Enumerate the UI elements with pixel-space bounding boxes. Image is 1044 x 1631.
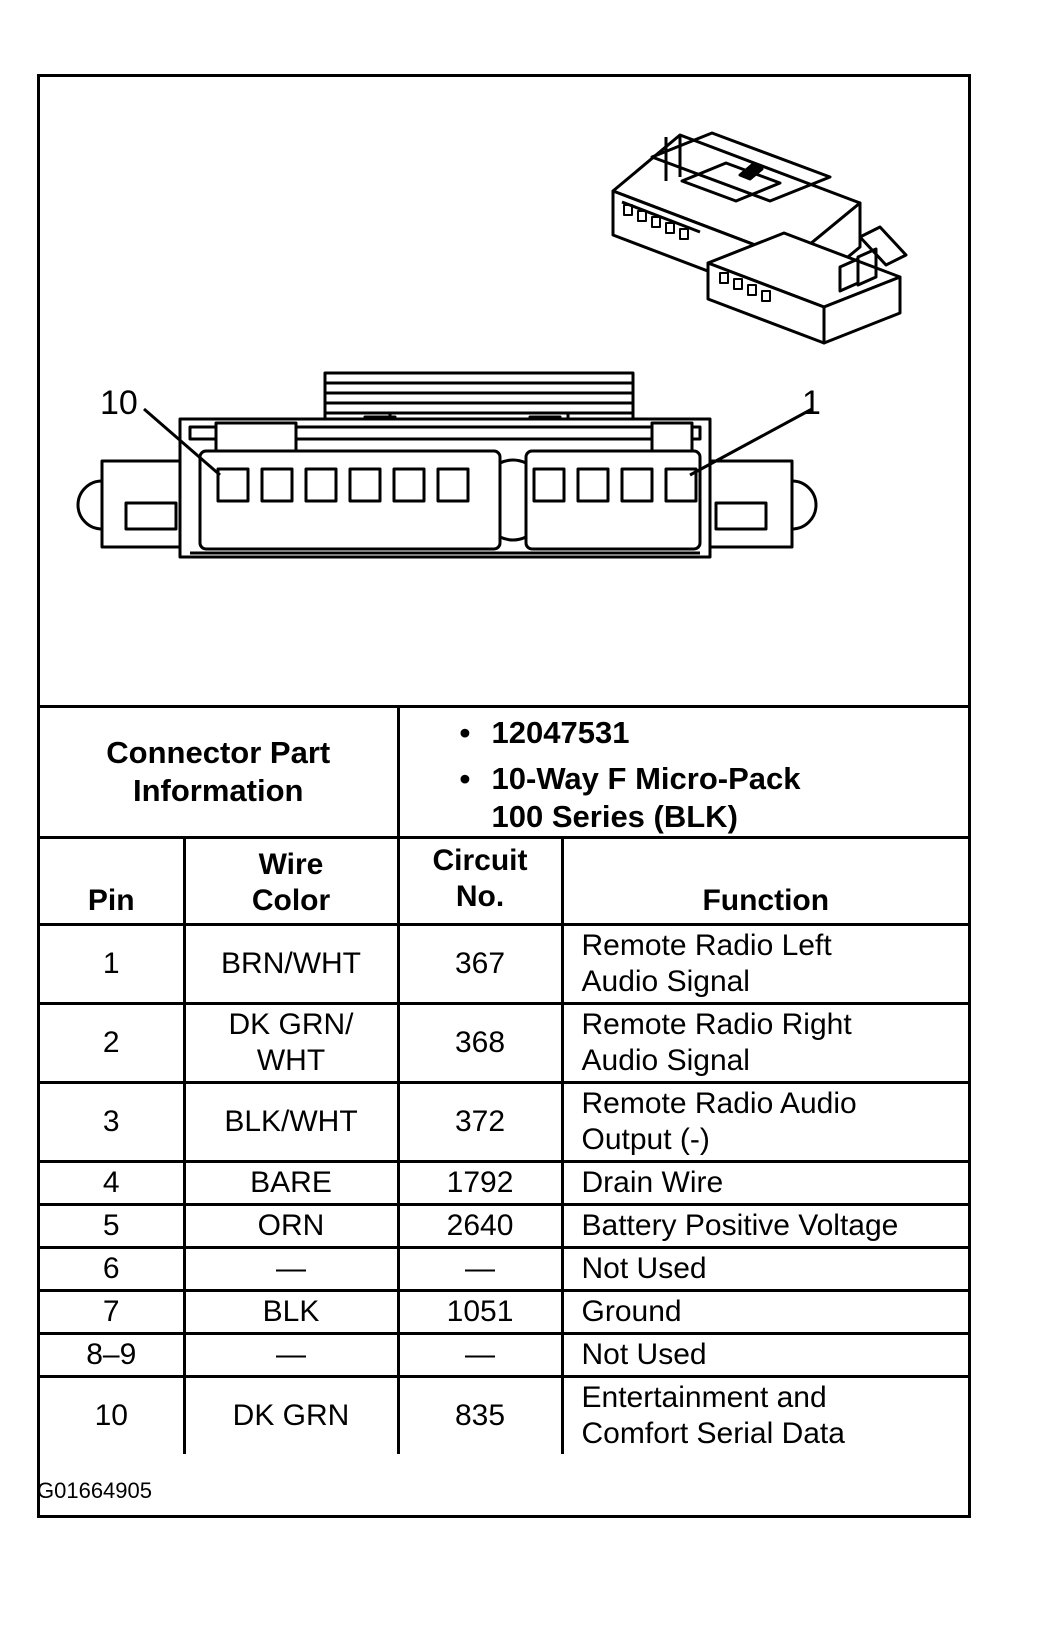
header-function: Function [560,836,969,926]
part-info-label-line1: Connector Part [106,735,331,770]
cell-pin: 10 [40,1375,186,1454]
cell-function: Battery Positive Voltage [560,1203,969,1249]
pin-cavity-8 [304,467,338,503]
connector-diagram: 10 1 [40,77,968,705]
cell-function-line2: Comfort Serial Data [581,1417,845,1450]
cell-circuit: — [396,1332,564,1378]
table-row: 1 BRN/WHT 367 Remote Radio Left Audio Si… [40,923,969,1005]
figure-id: G01664905 [37,1478,152,1503]
header-wire-color-line1: Wire [258,848,324,881]
connector-description-line1: 10-Way F Micro-Pack [491,761,801,796]
table-row: 8–9 — — Not Used [40,1332,969,1378]
cell-function: Remote Radio Right Audio Signal [560,1002,969,1084]
leader-line-10 [143,407,221,477]
cell-wire-color: — [182,1246,400,1292]
cell-function-line1: Remote Radio Right [581,1008,852,1041]
cell-wire-color: BLK/WHT [182,1081,400,1163]
header-circuit-line1: Circuit [432,844,528,877]
cell-wire-color-line2: WHT [256,1044,326,1077]
header-circuit-no: Circuit No. [396,836,564,926]
cell-pin: 8–9 [40,1332,186,1378]
pin-cavity-5 [436,467,470,503]
cell-function-line2: Audio Signal [581,1044,750,1077]
cell-function: Ground [560,1289,969,1335]
cell-pin: 4 [40,1160,186,1206]
pin-cavity-2 [620,467,654,503]
cell-function-line1: Remote Radio Audio [581,1087,857,1120]
pin-label-1: 1 [802,384,821,422]
cell-function: Remote Radio Audio Output (-) [560,1081,969,1163]
cell-function-line2: Audio Signal [581,965,750,998]
cell-circuit: 372 [396,1081,564,1163]
cell-circuit: 1051 [396,1289,564,1335]
cell-circuit: 368 [396,1002,564,1084]
cell-function-line1: Remote Radio Left [581,929,832,962]
cell-wire-color-line1: DK GRN/ [228,1008,354,1041]
table-header-row: Pin Wire Color Circuit No. Function [40,836,969,926]
pin-cavity-1 [664,467,698,503]
part-info-value: 12047531 10-Way F Micro-Pack 100 Series … [396,705,969,839]
pin-cavity-4 [532,467,566,503]
cell-pin: 2 [40,1002,186,1084]
cell-pin: 3 [40,1081,186,1163]
cell-pin: 7 [40,1289,186,1335]
table-row: 3 BLK/WHT 372 Remote Radio Audio Output … [40,1081,969,1163]
diagram-frame: 10 1 Connector Part Information 12047531… [37,74,971,1518]
header-circuit-line2: No. [455,880,505,913]
cell-function: Drain Wire [560,1160,969,1206]
cell-circuit: 367 [396,923,564,1005]
cell-circuit: 2640 [396,1203,564,1249]
connector-table: Connector Part Information 12047531 10-W… [40,705,969,1454]
pin-label-10: 10 [100,384,138,422]
part-number: 12047531 [460,714,969,752]
table-row: 6 — — Not Used [40,1246,969,1292]
cell-function: Not Used [560,1332,969,1378]
table-row: 4 BARE 1792 Drain Wire [40,1160,969,1206]
pin-cavity-9 [260,467,294,503]
cell-pin: 6 [40,1246,186,1292]
cell-function-line2: Output (-) [581,1123,710,1156]
header-wire-color: Wire Color [182,836,400,926]
cell-pin: 1 [40,923,186,1005]
connector-description-line2: 100 Series (BLK) [491,799,738,834]
connector-3d-view [611,131,908,345]
cell-function: Entertainment and Comfort Serial Data [560,1375,969,1454]
cell-function: Remote Radio Left Audio Signal [560,923,969,1005]
cell-wire-color: BARE [182,1160,400,1206]
cell-wire-color: — [182,1332,400,1378]
part-info-row: Connector Part Information 12047531 10-W… [40,705,969,839]
part-info-label-line2: Information [133,773,304,808]
pin-cavities [216,467,698,503]
cell-wire-color: DK GRN [182,1375,400,1454]
header-pin: Pin [40,836,186,926]
cell-wire-color: BRN/WHT [182,923,400,1005]
part-info-label: Connector Part Information [40,705,400,839]
cell-circuit: 1792 [396,1160,564,1206]
connector-drawing [76,131,908,559]
pin-cavity-6 [392,467,426,503]
pin-cavity-10 [216,467,250,503]
part-info-list: 12047531 10-Way F Micro-Pack 100 Series … [460,714,969,836]
cell-circuit: 835 [396,1375,564,1454]
connector-description: 10-Way F Micro-Pack 100 Series (BLK) [460,760,969,836]
connector-body [178,417,712,559]
cell-pin: 5 [40,1203,186,1249]
header-wire-color-line2: Color [251,884,331,917]
cell-wire-color: DK GRN/ WHT [182,1002,400,1084]
table-row: 5 ORN 2640 Battery Positive Voltage [40,1203,969,1249]
cell-wire-color: BLK [182,1289,400,1335]
leader-line-1 [689,407,813,477]
cell-wire-color: ORN [182,1203,400,1249]
pin-cavity-7 [348,467,382,503]
cell-function-line1: Entertainment and [581,1381,827,1414]
connector-right-ear [708,459,818,549]
table-row: 2 DK GRN/ WHT 368 Remote Radio Right Aud… [40,1002,969,1084]
table-row: 7 BLK 1051 Ground [40,1289,969,1335]
connector-left-ear [76,459,182,549]
pin-cavity-3 [576,467,610,503]
table-row: 10 DK GRN 835 Entertainment and Comfort … [40,1375,969,1454]
cell-circuit: — [396,1246,564,1292]
cell-function: Not Used [560,1246,969,1292]
